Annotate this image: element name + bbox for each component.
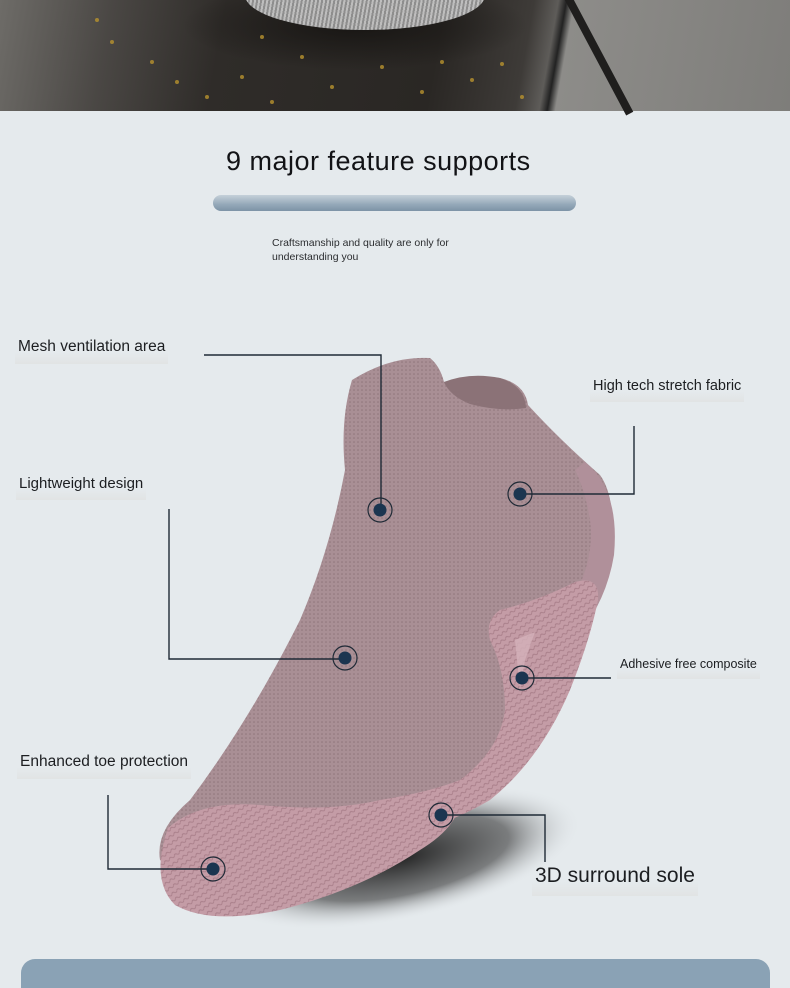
callout-dot-stretch[interactable] bbox=[507, 481, 533, 507]
feature-label-toe-protection: Enhanced toe protection bbox=[17, 753, 192, 779]
callout-dot-adhesive[interactable] bbox=[509, 665, 535, 691]
feature-label-lightweight: Lightweight design bbox=[16, 475, 147, 500]
feature-label-surround-sole: 3D surround sole bbox=[532, 864, 698, 896]
feature-label-adhesive-free: Adhesive free composite bbox=[617, 657, 760, 679]
side-sole-panel bbox=[380, 580, 599, 838]
next-section-panel bbox=[21, 959, 770, 988]
title-underline-bar bbox=[213, 195, 576, 211]
product-photo-top bbox=[0, 0, 790, 116]
page-subtitle: Craftsmanship and quality are only for u… bbox=[272, 237, 449, 263]
toe-cap-sole bbox=[160, 780, 462, 917]
shoe-collar bbox=[444, 375, 526, 410]
callout-dot-lightweight[interactable] bbox=[332, 645, 358, 671]
callout-dot-toe[interactable] bbox=[200, 856, 226, 882]
callout-dot-sole[interactable] bbox=[428, 802, 454, 828]
feature-label-stretch-fabric: High tech stretch fabric bbox=[590, 378, 745, 402]
feature-label-mesh-ventilation: Mesh ventilation area bbox=[15, 338, 169, 364]
callout-dot-mesh[interactable] bbox=[367, 497, 393, 523]
callout-lines bbox=[107, 354, 635, 870]
page-title: 9 major feature supports bbox=[226, 146, 531, 176]
